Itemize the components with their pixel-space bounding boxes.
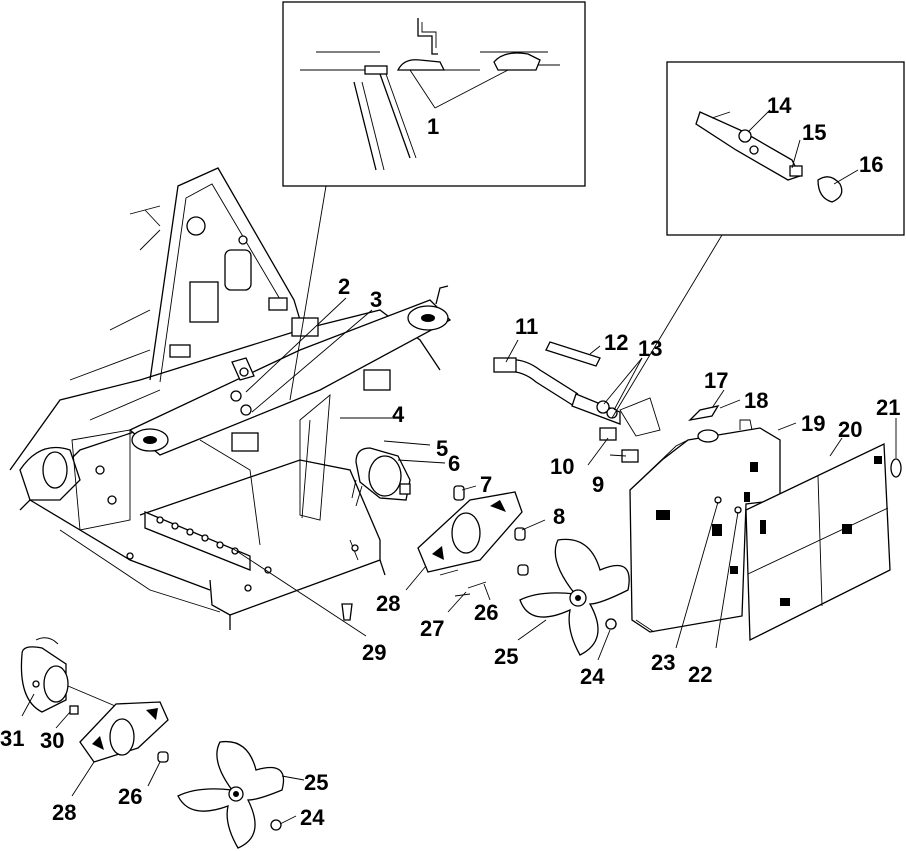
mounting-plate-upper: [417, 491, 523, 573]
label-2: 2: [338, 274, 350, 299]
label-29: 29: [362, 640, 386, 665]
nut-24-upper: [605, 618, 617, 630]
inset-detail-1: [282, 1, 586, 187]
label-18: 18: [744, 388, 768, 413]
label-6: 6: [448, 451, 460, 476]
screws-26-27: [439, 569, 487, 597]
hose-assembly: [493, 341, 661, 463]
label-15: 15: [802, 120, 826, 145]
label-31: 31: [0, 726, 24, 751]
label-22: 22: [688, 662, 712, 687]
nut-24-lower: [270, 819, 282, 831]
washer-30: [69, 705, 79, 715]
leader-lines: [21, 109, 897, 825]
label-20: 20: [838, 417, 862, 442]
label-21: 21: [876, 395, 900, 420]
seal-21: [890, 458, 902, 478]
label-9: 9: [592, 472, 604, 497]
label-17: 17: [704, 368, 728, 393]
label-25-upper: 25: [494, 644, 518, 669]
inset-detail-2: [666, 61, 905, 236]
label-10: 10: [550, 454, 574, 479]
bushing-upper: [517, 564, 529, 576]
machine-frame: [9, 167, 452, 630]
motor-assembly: [351, 447, 411, 507]
mounting-plate-lower: [79, 701, 169, 763]
fan-upper: [519, 538, 630, 656]
grille-panel: [745, 442, 891, 642]
bushing-lower: [157, 751, 169, 763]
label-30: 30: [40, 728, 64, 753]
label-7: 7: [480, 472, 492, 497]
label-28-lower: 28: [52, 800, 76, 825]
label-3: 3: [370, 287, 382, 312]
label-12: 12: [604, 330, 628, 355]
label-13: 13: [638, 336, 662, 361]
label-1: 1: [427, 114, 439, 139]
label-26-upper: 26: [474, 600, 498, 625]
label-26-lower: 26: [118, 784, 142, 809]
clip-29: [341, 603, 353, 621]
label-4: 4: [392, 402, 405, 427]
label-14: 14: [767, 93, 792, 118]
label-16: 16: [859, 152, 883, 177]
spacer-8: [514, 527, 526, 541]
label-11: 11: [515, 314, 538, 339]
label-19: 19: [801, 411, 825, 436]
label-8: 8: [553, 504, 565, 529]
label-5: 5: [436, 436, 448, 461]
label-23: 23: [651, 650, 675, 675]
label-24-lower: 24: [300, 805, 325, 830]
label-27: 27: [420, 616, 444, 641]
motor-lower: [20, 637, 121, 713]
part-number-labels: 1 2 3 4 5 6 7 8 9 10 11 12 13 14 15 16 1…: [0, 93, 900, 830]
fan-lower: [177, 740, 285, 849]
label-25-lower: 25: [304, 770, 328, 795]
pin-7: [453, 485, 465, 501]
label-28-upper: 28: [376, 591, 400, 616]
label-24-upper: 24: [580, 664, 605, 689]
